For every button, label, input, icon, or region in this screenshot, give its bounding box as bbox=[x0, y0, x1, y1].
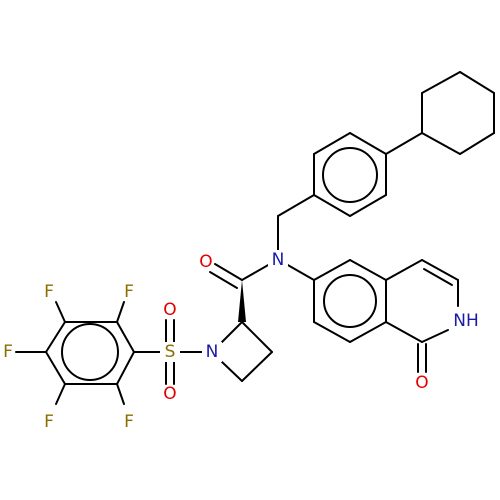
bond-c-f bbox=[55, 301, 66, 323]
isoquinolinone-benzo-ring bbox=[313, 259, 387, 343]
bond bbox=[241, 321, 273, 353]
bond-benzyl-ch2 bbox=[277, 194, 315, 217]
bond-c-f bbox=[116, 301, 125, 323]
aromatic-circle bbox=[323, 274, 377, 328]
bond bbox=[421, 329, 449, 343]
bond-n-isoquinolinone bbox=[285, 263, 315, 281]
bond bbox=[459, 71, 495, 94]
atom-o-carbonyl: O bbox=[199, 252, 212, 272]
atom-f: F bbox=[44, 412, 54, 432]
aromatic-circle bbox=[61, 323, 119, 381]
atom-n-amide: N bbox=[272, 250, 285, 270]
atom-o-sulfonyl-bottom: O bbox=[163, 384, 176, 404]
label-bg bbox=[268, 250, 288, 270]
label-bg bbox=[202, 342, 222, 362]
bond-n-carbonyl bbox=[241, 263, 271, 281]
bond bbox=[221, 321, 243, 343]
bond bbox=[45, 351, 66, 385]
bond bbox=[313, 321, 351, 343]
atom-f: F bbox=[124, 412, 134, 432]
label-bg bbox=[160, 342, 180, 362]
atom-s-sulfonyl: S bbox=[165, 342, 176, 362]
atom-nh-lactam: NH bbox=[453, 311, 479, 331]
atom-f: F bbox=[44, 282, 54, 302]
bond-c-f bbox=[55, 383, 66, 405]
bond bbox=[45, 321, 66, 353]
atom-o-lactam: O bbox=[415, 373, 428, 393]
bond bbox=[349, 259, 387, 281]
bond bbox=[116, 351, 135, 385]
wedge-bond bbox=[238, 280, 246, 322]
bond bbox=[423, 268, 453, 286]
bond bbox=[421, 132, 461, 155]
bond-carbonyl-o-double bbox=[209, 271, 238, 289]
bond bbox=[421, 259, 459, 281]
bond-cyclohexyl-phenyl bbox=[385, 132, 423, 155]
pentafluorophenyl-ring bbox=[45, 321, 135, 385]
atom-n-azetidine: N bbox=[206, 342, 219, 362]
bond bbox=[313, 194, 351, 217]
bond bbox=[349, 321, 387, 343]
bond bbox=[349, 132, 387, 155]
bond bbox=[313, 132, 351, 155]
bond bbox=[385, 321, 423, 343]
bond bbox=[421, 71, 461, 94]
atom-o-sulfonyl-top: O bbox=[163, 300, 176, 320]
bond bbox=[349, 194, 387, 217]
cyclohexyl-ring bbox=[421, 71, 495, 155]
azetidine-ring bbox=[221, 321, 273, 382]
bond-c-f bbox=[116, 383, 125, 405]
bond bbox=[459, 132, 495, 155]
atom-f: F bbox=[3, 342, 13, 362]
benzyl-phenyl-ring bbox=[313, 132, 387, 217]
bond bbox=[116, 321, 135, 353]
bond bbox=[221, 361, 243, 382]
aromatic-circle bbox=[322, 147, 378, 203]
atom-f: F bbox=[124, 282, 134, 302]
bond-carbonyl-o bbox=[214, 263, 243, 281]
isoquinolinone-pyridone-ring bbox=[385, 259, 459, 343]
bond bbox=[385, 259, 423, 281]
bond bbox=[313, 259, 351, 281]
bond bbox=[241, 351, 273, 382]
